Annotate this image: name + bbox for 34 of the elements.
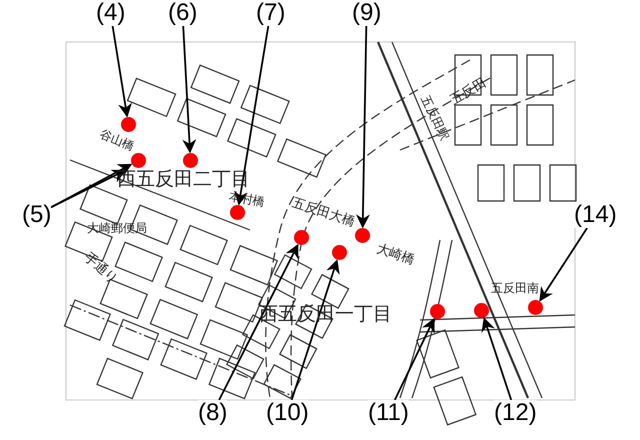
arrow: [394, 318, 435, 400]
arrow: [356, 26, 370, 228]
marker-dot: [528, 300, 542, 314]
place-name: 大崎橋: [374, 242, 417, 268]
callout-number: (5): [22, 202, 52, 228]
place-name: 手通り: [80, 250, 120, 287]
marker-dot: [332, 244, 346, 260]
callout-number: (12): [494, 400, 537, 426]
callout-number: (9): [352, 0, 382, 26]
marker-dot: [474, 302, 488, 318]
arrow: [539, 228, 588, 302]
arrow: [234, 26, 270, 206]
arrow: [482, 317, 512, 400]
callout-number: (4): [96, 0, 126, 26]
callout-number: (6): [168, 0, 198, 26]
place-name: 五反田大橋: [290, 196, 358, 230]
marker-dot: [182, 152, 198, 168]
callout-number: (11): [368, 400, 409, 426]
marker-dot: [130, 152, 146, 168]
marker-dot: [230, 204, 244, 220]
callout-number: (8): [198, 400, 228, 426]
callout-number: (14): [574, 202, 617, 228]
place-name: 本村橋: [227, 190, 267, 208]
arrow: [182, 26, 196, 154]
marker-dot: [354, 228, 370, 242]
arrow: [218, 244, 298, 400]
arrow: [50, 170, 126, 208]
callout-number: (10): [266, 400, 309, 426]
place-name: 谷山橋: [97, 127, 137, 153]
callout-number: (7): [256, 0, 286, 26]
arrow: [112, 26, 132, 118]
marker-dot: [294, 230, 308, 244]
marker-dot: [430, 304, 444, 318]
marker-dot: [120, 116, 136, 132]
